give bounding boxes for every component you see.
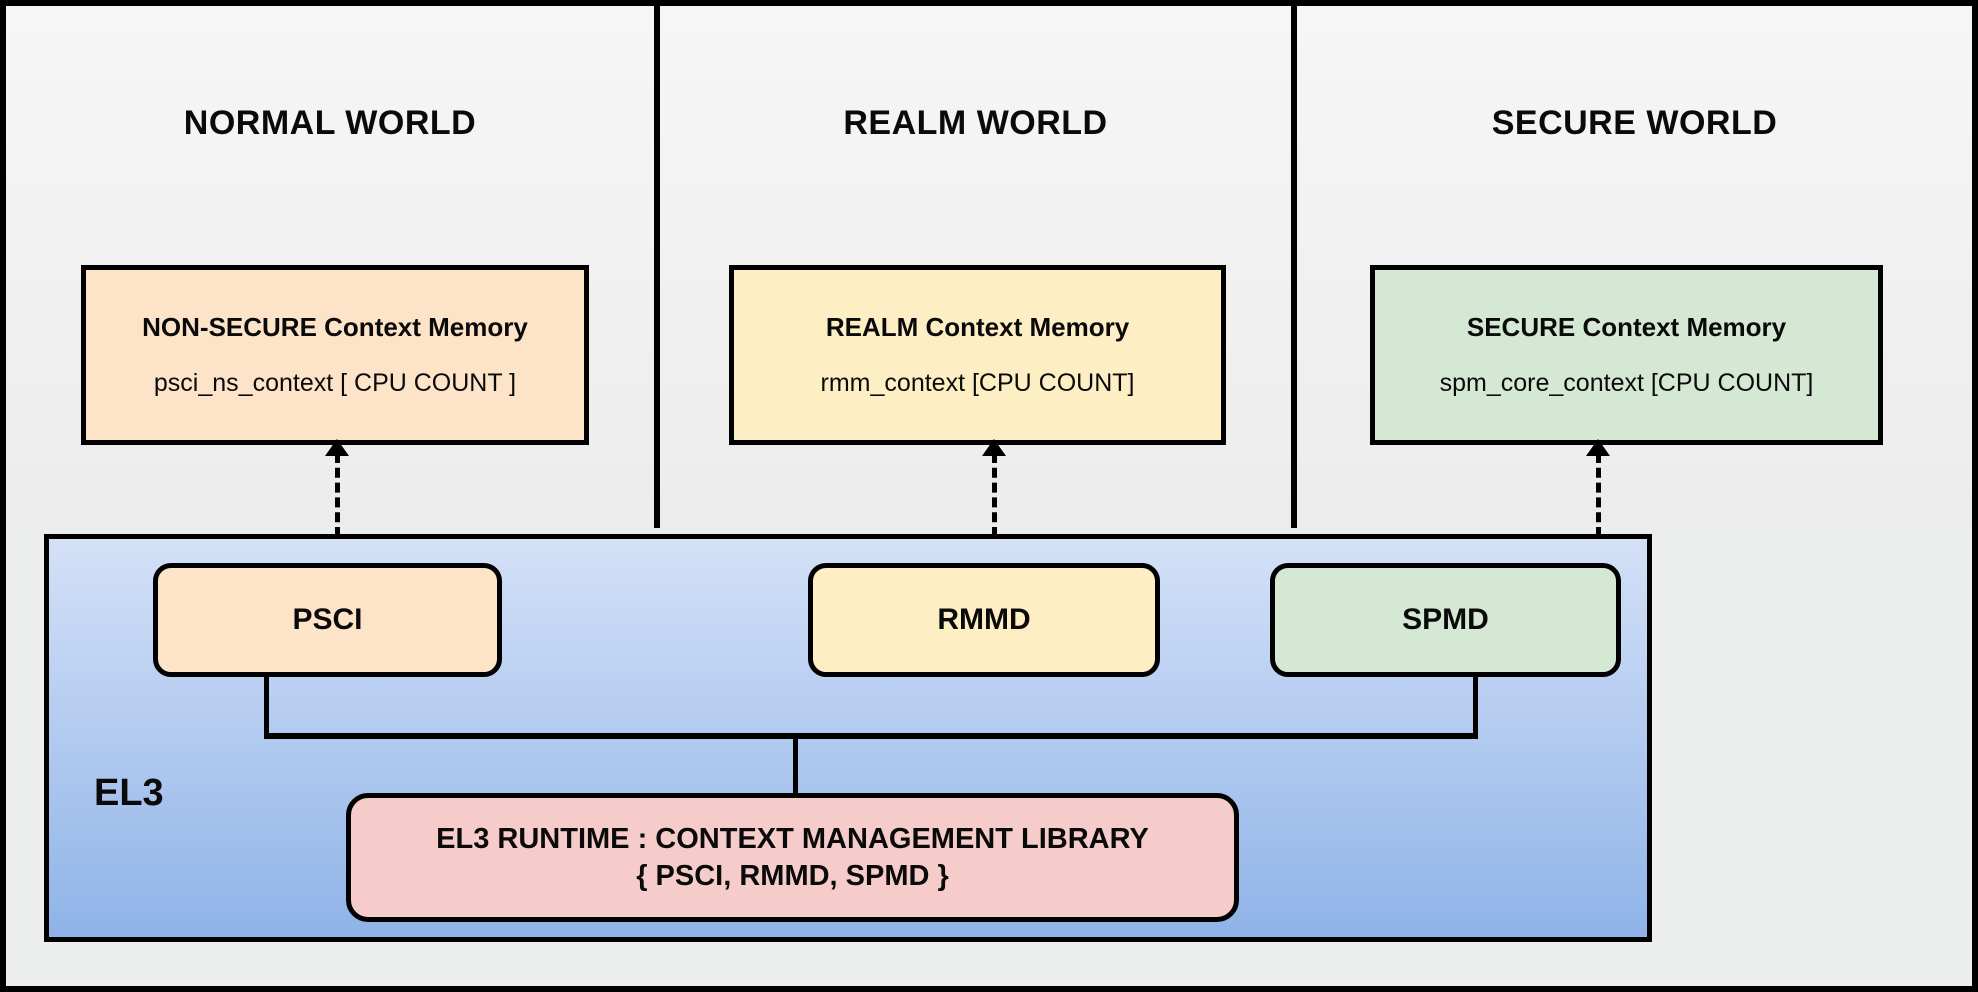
arrow-head-up-icon [1586, 439, 1610, 456]
world-column-secure: SECURE WORLD [1297, 6, 1972, 528]
context-memory-subtitle-realm: rmm_context [CPU COUNT] [820, 369, 1135, 397]
el3-label: EL3 [94, 772, 164, 814]
arrow-head-up-icon [982, 439, 1006, 456]
context-memory-title-realm: REALM Context Memory [825, 312, 1130, 342]
arrow-head-up-icon [325, 439, 349, 456]
context-memory-title-non-secure: NON-SECURE Context Memory [142, 312, 528, 342]
el3-runtime-subtitle: { PSCI, RMMD, SPMD } [636, 859, 949, 892]
connector-runtime-vertical [793, 733, 798, 798]
world-title-normal: NORMAL WORLD [183, 104, 477, 142]
world-divider-left [654, 6, 660, 528]
world-column-realm: REALM WORLD [660, 6, 1291, 528]
el3-runtime-box[interactable]: EL3 RUNTIME : CONTEXT MANAGEMENT LIBRARY… [346, 793, 1239, 922]
connector-psci-vertical [264, 677, 269, 738]
connector-spmd-vertical [1473, 677, 1478, 738]
world-title-realm: REALM WORLD [843, 104, 1108, 142]
context-memory-subtitle-secure: spm_core_context [CPU COUNT] [1439, 369, 1814, 397]
worlds-band: NORMAL WORLD REALM WORLD SECURE WORLD NO… [6, 6, 1972, 528]
context-memory-box-realm[interactable]: REALM Context Memory rmm_context [CPU CO… [729, 265, 1226, 445]
world-divider-right [1291, 6, 1297, 528]
arrow-stem [335, 453, 340, 537]
arrow-stem [1596, 453, 1601, 537]
world-column-normal: NORMAL WORLD [6, 6, 654, 528]
connector-horizontal-bus [264, 733, 1478, 739]
el3-runtime-title: EL3 RUNTIME : CONTEXT MANAGEMENT LIBRARY [436, 823, 1149, 856]
service-box-spmd[interactable]: SPMD [1270, 563, 1621, 677]
world-title-secure: SECURE WORLD [1491, 104, 1778, 142]
service-box-rmmd[interactable]: RMMD [808, 563, 1160, 677]
context-memory-box-non-secure[interactable]: NON-SECURE Context Memory psci_ns_contex… [81, 265, 589, 445]
arrow-stem [992, 453, 997, 537]
service-box-psci[interactable]: PSCI [153, 563, 502, 677]
context-memory-title-secure: SECURE Context Memory [1466, 312, 1787, 342]
context-memory-subtitle-non-secure: psci_ns_context [ CPU COUNT ] [153, 369, 517, 397]
el3-panel: EL3 PSCI RMMD SPMD EL3 RUNTIME : CONTEXT… [44, 534, 1652, 942]
context-memory-box-secure[interactable]: SECURE Context Memory spm_core_context [… [1370, 265, 1883, 445]
